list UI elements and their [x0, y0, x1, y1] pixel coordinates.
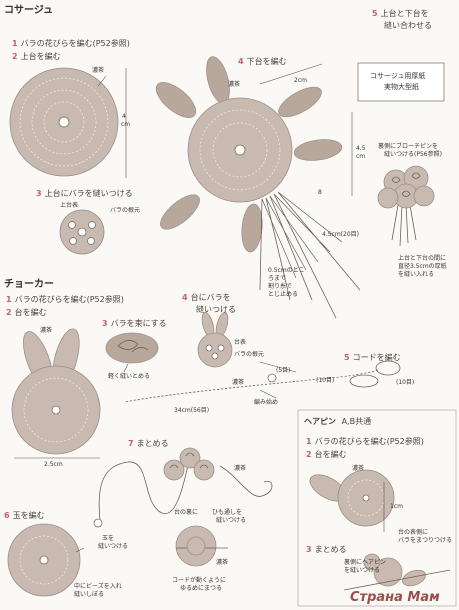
- choker-kogecha-4: 濃茶: [216, 559, 229, 566]
- choker-bundle-note: 軽く縫いとめる: [108, 373, 151, 380]
- hairpin-assembly: [343, 553, 451, 591]
- corsage-size-4: 4: [122, 113, 126, 120]
- choker-ura-3: 縫いつける: [216, 517, 247, 524]
- corsage-brooch-1: 裏側にブローチピンを: [378, 143, 439, 150]
- hairpin-size-1cm: 1cm: [390, 503, 403, 510]
- choker-cord-2: ゆるめにまつる: [180, 585, 223, 592]
- choker-bead-1: 中にビーズを入れ: [74, 583, 122, 590]
- choker-rose-bundle: [105, 332, 159, 373]
- corsage-paper-1: 上台と下台の間に: [398, 255, 447, 262]
- choker-assembly: [93, 447, 273, 528]
- corsage-circle-8: 8: [318, 189, 322, 196]
- corsage-tip-2: ろまで: [268, 275, 287, 282]
- corsage-paper-3: を縫い入れる: [398, 271, 435, 278]
- choker-m5: (5目): [276, 367, 291, 374]
- choker-length: 34cm(56目): [174, 407, 210, 414]
- choker-base-diagram: [11, 328, 101, 455]
- hairpin-ura-2: を縫いつける: [344, 567, 381, 574]
- choker-bara-tsukene: バラの根元: [234, 351, 265, 358]
- corsage-tip-1: 0.5cmのとこ: [268, 267, 305, 274]
- corsage-size-2cm: 2cm: [294, 77, 307, 84]
- corsage-kogecha-1: 濃茶: [92, 67, 105, 74]
- corsage-uwadai-omote: 上台表: [60, 202, 79, 209]
- corsage-paper-2: 直径3.5cmの厚紙: [398, 263, 447, 270]
- choker-cord: [123, 360, 401, 403]
- corsage-size-cm: cm: [121, 121, 131, 128]
- hairpin-frame: [297, 409, 457, 607]
- choker-ball-diagram: [7, 523, 85, 597]
- hairpin-omote-2: バラをまつりつける: [398, 537, 453, 544]
- corsage-size-cm-b: cm: [356, 153, 366, 160]
- choker-ura-1: 台の裏に: [174, 509, 199, 516]
- corsage-tip-3: 割り糸で: [268, 283, 293, 290]
- choker-cord-1: コードが動くように: [172, 577, 227, 584]
- choker-m10a: (10目): [316, 377, 335, 384]
- corsage-title: コサージュ: [4, 5, 54, 16]
- choker-size-2-5: 2.5cm: [44, 461, 63, 468]
- choker-roses-on-base: [197, 311, 233, 368]
- corsage-bouquet: [377, 165, 435, 247]
- hairpin-omote-1: 台の表側に: [398, 529, 429, 536]
- corsage-size-4-5: 4.5: [356, 145, 366, 152]
- choker-kogecha-1: 濃茶: [40, 327, 53, 334]
- corsage-size-4-5-20: 4.5cm(20目): [322, 231, 360, 238]
- corsage-tip-4: とじ止める: [268, 291, 299, 298]
- corsage-step-5-line2: 縫い合わせる: [384, 21, 432, 30]
- choker-kogecha-2: 濃茶: [232, 379, 245, 386]
- corsage-top-base-diagram: [9, 67, 119, 177]
- pattern-box: [357, 62, 445, 102]
- choker-back-side: [175, 525, 228, 567]
- choker-tama-1: 玉を: [102, 535, 115, 542]
- choker-start: 編み始め: [254, 399, 279, 406]
- hairpin-title: ヘアピン A,B共通: [304, 417, 372, 426]
- hairpin-base-diagram: [309, 469, 395, 527]
- choker-m10b: (10目): [396, 379, 415, 386]
- choker-bead-2: 縫いしぼる: [74, 591, 105, 598]
- corsage-bara-tsukene: バラの根元: [110, 207, 141, 214]
- hairpin-kogecha: 濃茶: [352, 465, 365, 472]
- choker-step-4-line2: 縫いつける: [196, 305, 236, 314]
- corsage-brooch-2: 縫いつける(P56参照): [384, 151, 442, 158]
- corsage-kogecha-2: 濃茶: [228, 81, 241, 88]
- choker-tama-2: 縫いつける: [98, 543, 129, 550]
- corsage-bottom-base-diagram: [155, 56, 361, 319]
- choker-kogecha-3: 濃茶: [234, 465, 247, 472]
- pattern-box-line-1: コサージュ用厚紙: [370, 72, 426, 80]
- choker-title: チョーカー: [4, 279, 54, 290]
- corsage-rose-on-base: [59, 209, 105, 255]
- watermark: Страна Мам: [350, 590, 440, 605]
- choker-ura-2: ひも通しを: [212, 509, 243, 516]
- pattern-box-line-2: 実物大型紙: [384, 83, 419, 91]
- hairpin-ura-1: 裏側にヘアピン: [344, 559, 387, 566]
- choker-dai-omote: 台表: [234, 339, 247, 346]
